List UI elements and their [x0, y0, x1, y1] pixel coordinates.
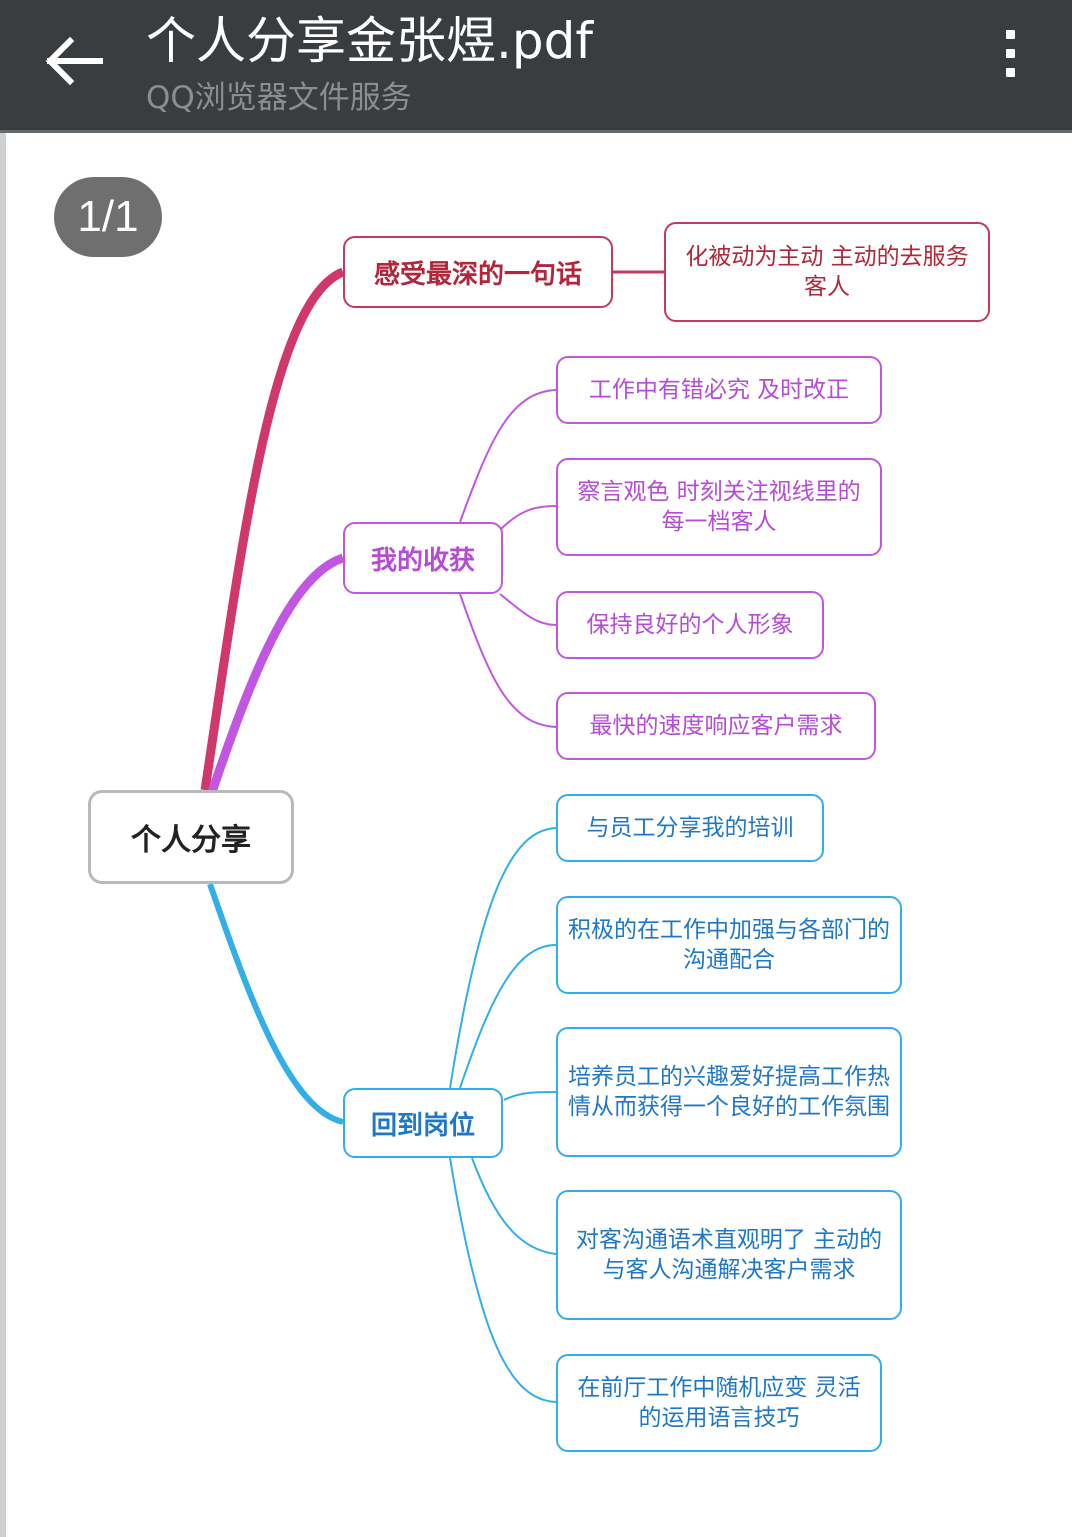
leaf-node: 工作中有错必究 及时改正: [556, 356, 882, 424]
branch-node-quote: 感受最深的一句话: [343, 236, 613, 308]
leaf-node: 与员工分享我的培训: [556, 794, 824, 862]
mindmap-root-node: 个人分享: [88, 790, 294, 884]
leaf-node: 化被动为主动 主动的去服务客人: [664, 222, 990, 322]
branch-node-return: 回到岗位: [343, 1088, 503, 1158]
leaf-node: 保持良好的个人形象: [556, 591, 824, 659]
leaf-node: 在前厅工作中随机应变 灵活的运用语言技巧: [556, 1354, 882, 1452]
app-header: 个人分享金张煜.pdf QQ浏览器文件服务: [0, 0, 1072, 133]
more-options-icon[interactable]: [990, 30, 1030, 92]
branch-node-gains: 我的收获: [343, 522, 503, 594]
leaf-node: 培养员工的兴趣爱好提高工作热情从而获得一个良好的工作氛围: [556, 1027, 902, 1157]
leaf-node: 最快的速度响应客户需求: [556, 692, 876, 760]
leaf-node: 积极的在工作中加强与各部门的沟通配合: [556, 896, 902, 994]
leaf-node: 察言观色 时刻关注视线里的每一档客人: [556, 458, 882, 556]
service-subtitle: QQ浏览器文件服务: [146, 80, 412, 116]
back-arrow-icon[interactable]: [40, 26, 110, 96]
page-indicator: 1/1: [54, 177, 162, 257]
leaf-node: 对客沟通语术直观明了 主动的与客人沟通解决客户需求: [556, 1190, 902, 1320]
document-title: 个人分享金张煜.pdf: [146, 12, 593, 70]
